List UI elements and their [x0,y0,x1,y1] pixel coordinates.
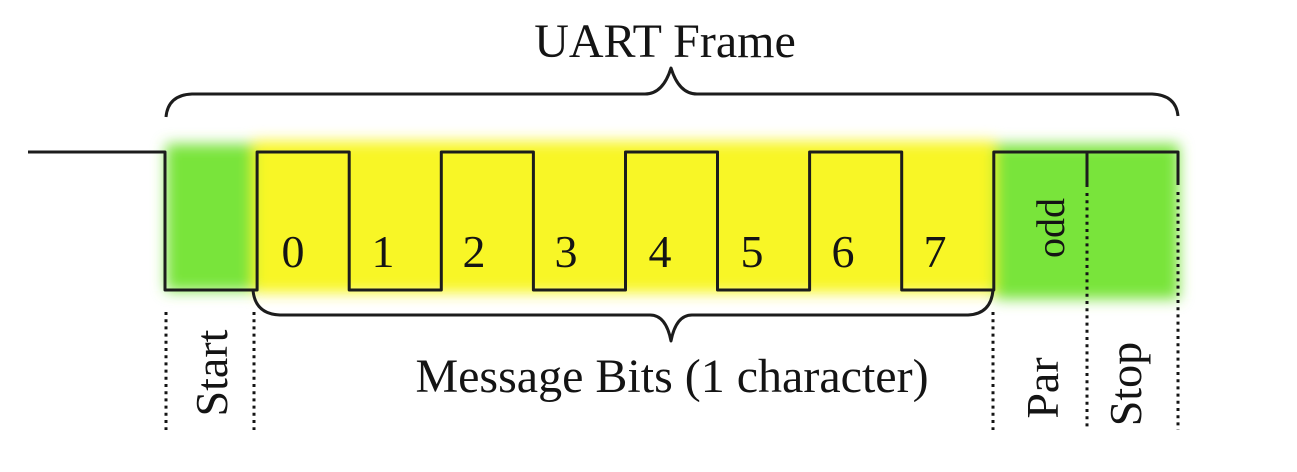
bit-label-3: 3 [555,226,578,277]
bit-label-5: 5 [741,226,764,277]
bit-label-7: 7 [924,226,947,277]
start-bit-label: Start [186,329,237,416]
uart-frame-brace [164,66,1180,118]
bit-label-2: 2 [463,226,486,277]
bit-label-6: 6 [832,226,855,277]
bit-label-4: 4 [649,226,672,277]
start-bit-highlight [166,144,253,291]
signal-waveform [28,150,1180,292]
bit-label-1: 1 [372,226,395,277]
diagram-title: UART Frame [534,15,796,68]
message-bits-brace [251,289,995,343]
parity-bit-label: Par [1017,357,1068,418]
parity-value-label: odd [1028,198,1073,258]
stop-bit-label: Stop [1100,342,1151,426]
message-bits-label: Message Bits (1 character) [415,350,928,403]
bit-label-0: 0 [282,226,305,277]
